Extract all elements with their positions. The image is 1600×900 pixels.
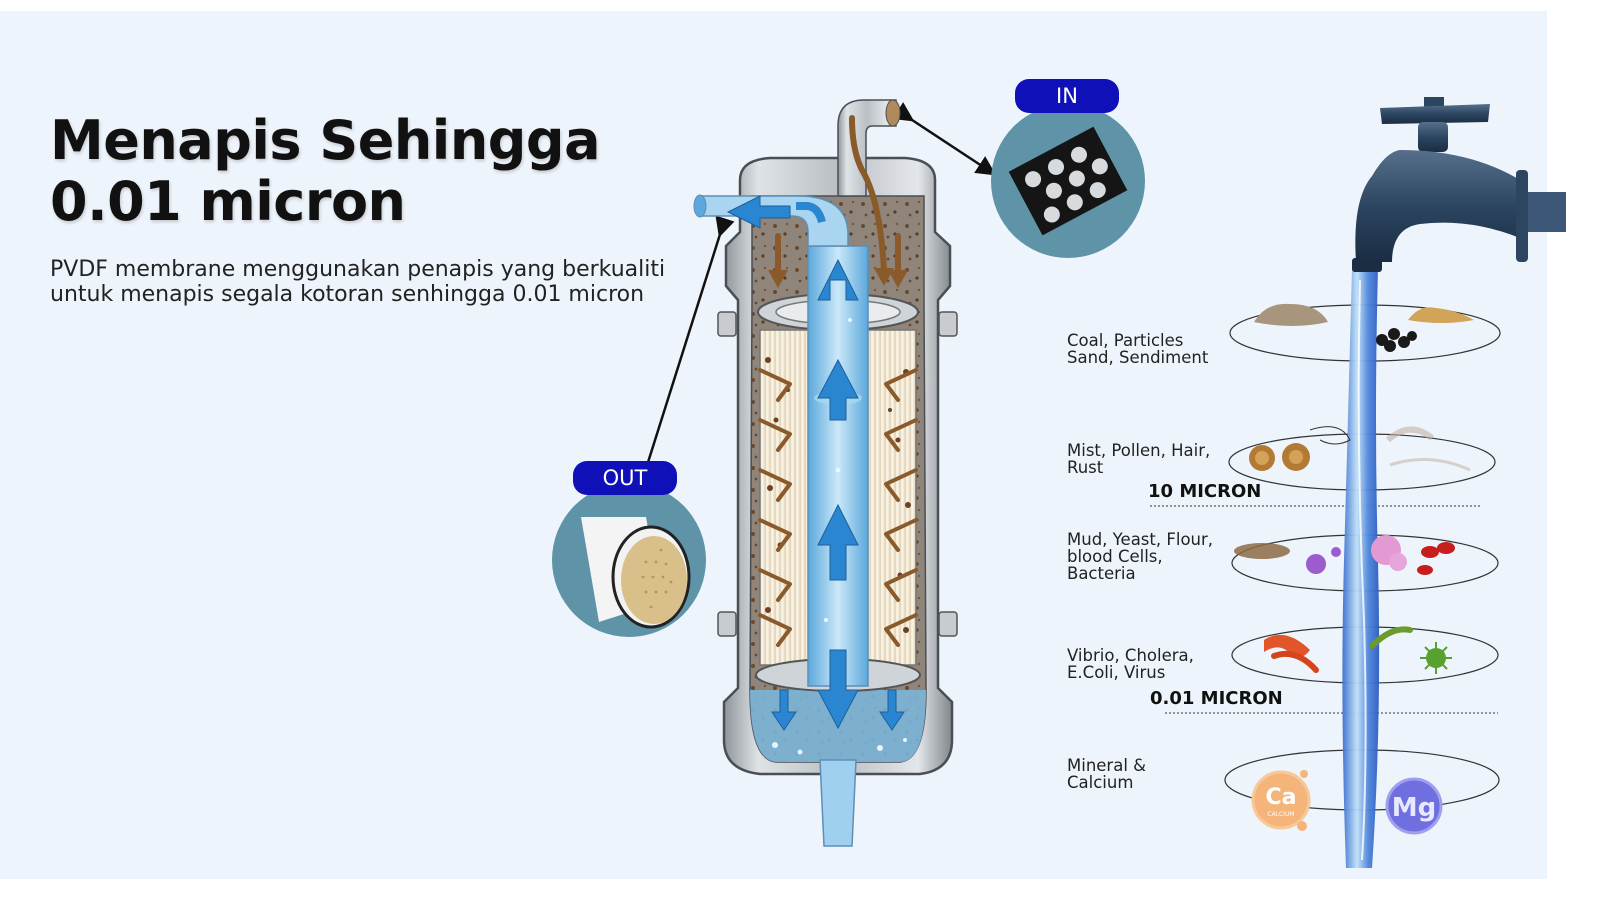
title-line-2: 0.01 micron [50,170,406,233]
out-badge: OUT [573,461,677,495]
calcium-symbol: Ca [1266,785,1297,810]
micron-marker-10: 10 MICRON [1148,481,1262,502]
page-description: PVDF membrane menggunakan penapis yang b… [50,257,666,307]
stage-label-mineral: Mineral & Calcium [1067,756,1147,792]
magnesium-symbol: Mg [1392,793,1436,823]
calcium-caption: CALCIUM [1267,811,1294,818]
stage-label-bacteria: Mud, Yeast, Flour, blood Cells, Bacteria [1067,530,1214,583]
stage-label-pollen: Mist, Pollen, Hair, Rust [1067,441,1211,477]
stage-label-sediment: Coal, Particles Sand, Sendiment [1067,331,1209,367]
page-title: Menapis Sehingga 0.01 micron [50,109,601,233]
calcium-icon: Ca CALCIUM [1251,770,1311,831]
mesh-screen-icon [991,104,1145,258]
micron-marker-001: 0.01 MICRON [1150,688,1283,709]
sand-pile-icon [1254,303,1474,326]
in-badge: IN [1015,79,1119,113]
membrane-outlet-icon [552,483,706,637]
title-line-1: Menapis Sehingga [50,109,601,172]
magnesium-icon: Mg [1385,777,1443,835]
stage-label-virus: Vibrio, Cholera, E.Coli, Virus [1067,646,1194,682]
